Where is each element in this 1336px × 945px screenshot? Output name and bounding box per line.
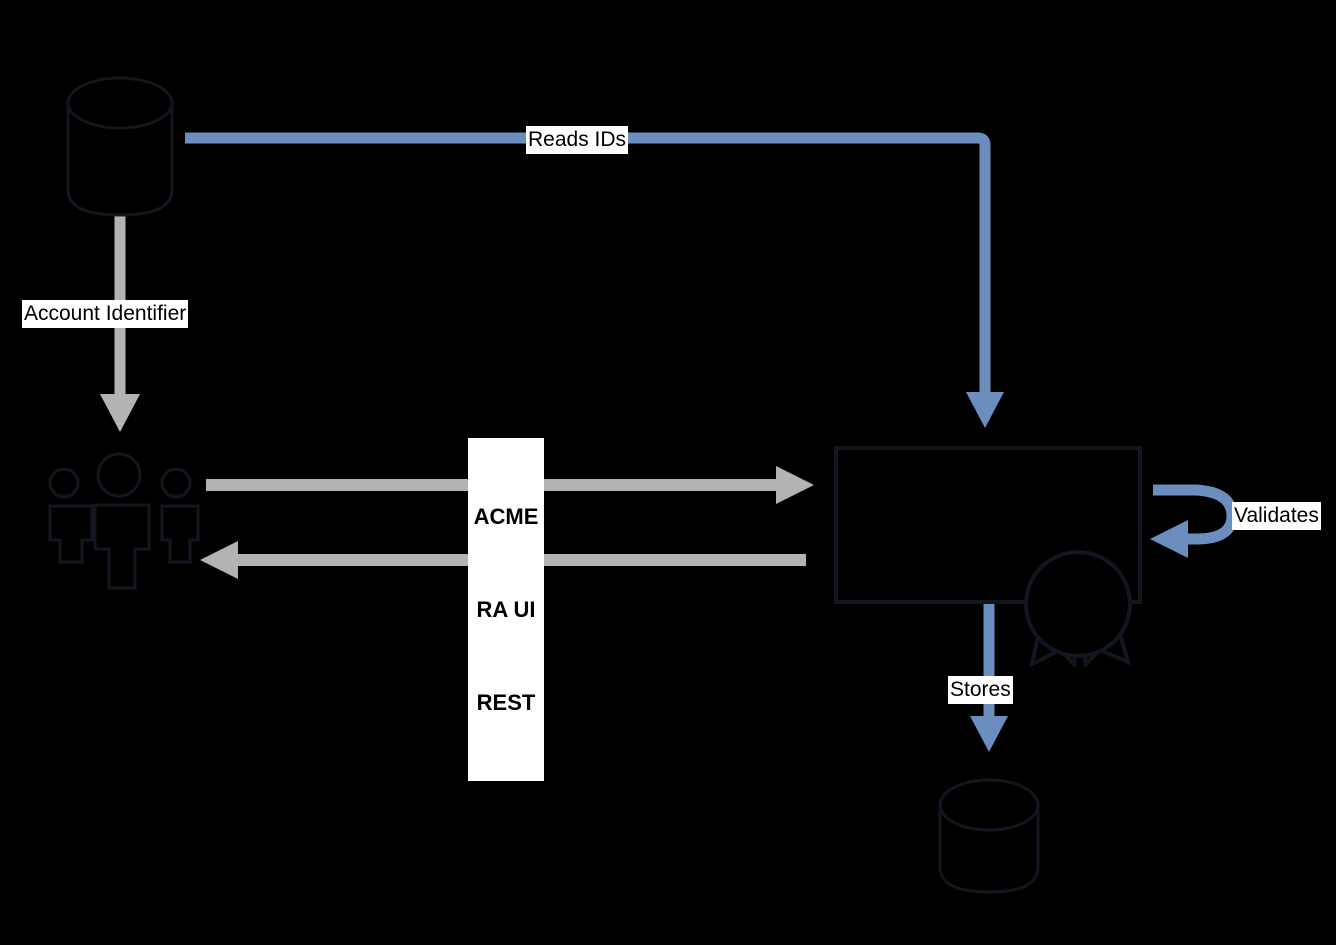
edge-validates-arrowhead	[1150, 520, 1188, 558]
user-right-head	[160, 467, 192, 499]
edge-label-acme-line-1: ACME	[473, 504, 539, 529]
database-cylinder-top	[66, 76, 174, 130]
edge-reads-ids-arrowhead	[966, 392, 1004, 428]
edge-stores-arrowhead	[970, 716, 1008, 752]
edge-label-acme-line-2: RA UI	[476, 597, 536, 622]
edge-label-acme-line-3: REST	[476, 690, 536, 715]
edge-label-validates: Validates	[1232, 502, 1321, 530]
edge-label-reads-ids: Reads IDs	[526, 126, 629, 154]
certificate-store-database-icon	[938, 778, 1040, 894]
database-cylinder-body	[66, 103, 174, 217]
edge-validates	[1150, 484, 1238, 558]
award-ribbon-medal	[1024, 550, 1132, 658]
user-left-body	[48, 504, 94, 564]
user-right-body	[160, 504, 200, 564]
users-group-icon	[48, 452, 200, 590]
edge-reads-ids	[185, 132, 1004, 428]
edge-account-identifier-arrowhead	[100, 394, 140, 432]
user-left-head	[48, 467, 80, 499]
user-center-head	[96, 452, 142, 498]
edge-reads-ids-line	[185, 132, 991, 398]
edge-response-to-users-arrowhead	[200, 541, 238, 579]
edge-label-account-identifier: Account Identifier	[22, 300, 189, 328]
edge-label-acme-ra-ui-rest: ACME RA UI REST	[468, 438, 544, 781]
certificate-store-cylinder-top	[938, 778, 1040, 832]
database-cylinder-icon	[66, 76, 174, 217]
user-center-body	[93, 503, 151, 590]
edge-label-stores: Stores	[948, 676, 1013, 704]
award-ribbon-icon	[1024, 550, 1132, 669]
edge-acme-ra-ui-rest-arrowhead	[776, 466, 814, 504]
